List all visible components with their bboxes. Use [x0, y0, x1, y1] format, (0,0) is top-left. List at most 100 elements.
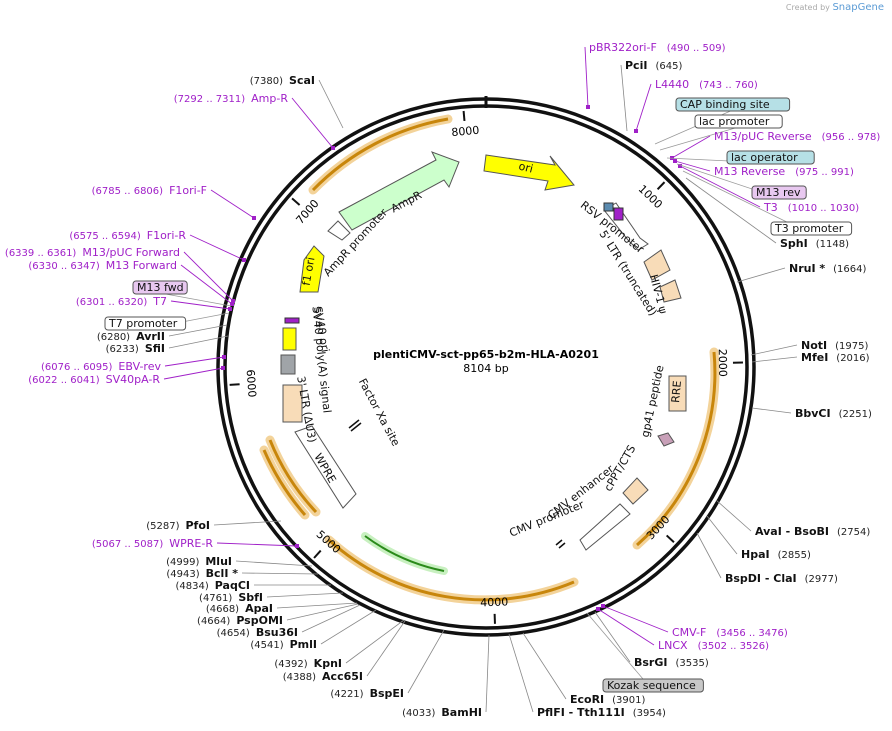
- primer-label: M13/pUC Reverse(956 .. 978): [714, 130, 880, 143]
- feature-box-label: T7 promoter: [108, 317, 178, 330]
- feature-box-label: lac promoter: [699, 115, 770, 128]
- small-purple-feature-left: [284, 317, 300, 324]
- inner-feature-label: ori: [517, 160, 534, 176]
- tick-label: 4000: [480, 595, 508, 609]
- enzyme-label: PciI(645): [625, 59, 682, 72]
- primer-label: (6301 .. 6320)T7: [76, 295, 167, 308]
- feature-leader: [586, 612, 654, 692]
- gene-arc-bottom: [324, 535, 579, 605]
- enzyme-leader: [318, 79, 344, 129]
- enzyme-leader: [266, 592, 344, 598]
- inner-feature-label: Factor Xa site: [356, 376, 403, 448]
- primer-site-mark: [673, 159, 677, 163]
- primer-site-mark: [678, 164, 682, 168]
- enzyme-label: NruI *(1664): [789, 262, 866, 275]
- primer-label: (6785 .. 6806)F1ori-F: [92, 184, 207, 197]
- sv40-ori-box: [282, 327, 297, 351]
- primer-leader: [164, 356, 225, 367]
- feature-box-label: CAP binding site: [680, 98, 770, 111]
- feature-leader: [659, 126, 739, 151]
- primer-label: (7292 .. 7311)Amp-R: [174, 92, 289, 105]
- enzyme-leader: [286, 603, 359, 621]
- feature-box: [770, 221, 853, 236]
- enzyme-leader: [235, 560, 313, 567]
- enzyme-leader: [620, 64, 628, 132]
- enzyme-label: (6233)SfiI: [106, 342, 165, 355]
- primer-label: M13 Reverse(975 .. 991): [714, 165, 854, 178]
- enzyme-leader: [366, 620, 406, 677]
- primer-site-mark: [295, 544, 299, 548]
- enzyme-leader: [301, 604, 361, 633]
- primer-site-mark: [331, 146, 335, 150]
- feature-box: [602, 678, 704, 693]
- enzyme-label: (4654)Bsu36I: [217, 626, 298, 639]
- primer-leader: [163, 367, 224, 380]
- sv40-polya-box: [280, 354, 296, 375]
- tick-mark: [229, 383, 240, 386]
- feature-box: [694, 114, 783, 129]
- small-purple-feature: [613, 207, 624, 221]
- primer-leader: [210, 189, 255, 219]
- primer-label: (6330 .. 6347)M13 Forward: [28, 259, 177, 272]
- primer-site-mark: [252, 216, 256, 220]
- primer-site-mark: [242, 258, 246, 262]
- enzyme-leader: [213, 520, 282, 526]
- enzyme-label: BsrGI(3535): [634, 656, 709, 669]
- primer-label: (6339 .. 6361)M13/pUC Forward: [5, 246, 180, 259]
- enzyme-label: (4664)PspOMI: [197, 614, 283, 627]
- primer-leader: [183, 251, 234, 302]
- enzyme-label: EcoRI(3901): [570, 693, 646, 706]
- plasmid-length: 8104 bp: [463, 362, 508, 375]
- ampr-promoter-arrow: [327, 220, 351, 241]
- inner-feature-label: RRE: [669, 380, 684, 403]
- enzyme-label: (4834)PaqCI: [176, 579, 251, 592]
- enzyme-label: (4668)ApaI: [206, 602, 273, 615]
- enzyme-leader: [696, 532, 722, 579]
- feature-box-label: M13 fwd: [137, 281, 184, 294]
- enzyme-label: HpaI(2855): [741, 548, 811, 561]
- enzyme-label: BspDI - ClaI(2977): [725, 572, 838, 585]
- enzyme-leader: [522, 632, 567, 700]
- primer-leader: [584, 46, 589, 108]
- enzyme-leader: [594, 611, 631, 663]
- primer-leader: [216, 542, 298, 547]
- primer-label: (6575 .. 6594)F1ori-R: [69, 229, 186, 242]
- tick-label: 2000: [716, 349, 729, 377]
- enzyme-leader: [168, 324, 228, 337]
- enzyme-label: AvaI - BsoBI(2754): [755, 525, 870, 538]
- primer-label: (5067 .. 5087)WPRE-R: [92, 537, 213, 550]
- feature-box: [751, 185, 807, 200]
- inner-feature-label: f1 ori: [300, 256, 318, 287]
- enzyme-label: BbvCI(2251): [795, 407, 872, 420]
- feature-box: [104, 316, 187, 331]
- enzyme-leader: [685, 177, 777, 244]
- tick-mark: [665, 534, 675, 544]
- enzyme-label: (4761)SbfI: [199, 591, 263, 604]
- primer-site-mark: [586, 105, 590, 109]
- enzyme-label: PflFI - Tth111I(3954): [537, 706, 666, 719]
- gp41-arrow: [657, 432, 675, 447]
- primer-leader: [597, 608, 655, 646]
- enzyme-label: SphI(1148): [780, 237, 849, 250]
- tick-mark: [462, 110, 466, 122]
- enzyme-label: (4221)BspEI: [330, 687, 404, 700]
- inner-feature-label: gp41 peptide: [639, 364, 667, 439]
- enzyme-leader: [276, 602, 358, 609]
- f1-ori-arrow: [299, 245, 325, 293]
- enzyme-label: (6280)AvrII: [97, 330, 165, 343]
- enzyme-label: (7380)ScaI: [250, 74, 315, 87]
- feature-box-label: lac operator: [731, 151, 798, 164]
- enzyme-label: (5287)PfoI: [146, 519, 210, 532]
- enzyme-leader: [485, 634, 490, 713]
- enzyme-label: (4033)BamHI: [402, 706, 482, 719]
- cppt-box: [622, 477, 649, 505]
- tick-label: 8000: [451, 124, 480, 139]
- feature-leader: [160, 292, 232, 307]
- ltr3-box: [282, 384, 303, 423]
- inner-feature-label: CMV promoter: [508, 498, 587, 540]
- primer-label: CMV-F(3456 .. 3476): [672, 626, 788, 639]
- primer-leader: [602, 605, 669, 633]
- primer-leader: [671, 135, 711, 159]
- primer-label: (6022 .. 6041)SV40pA-R: [28, 373, 160, 386]
- enzyme-leader: [750, 344, 798, 356]
